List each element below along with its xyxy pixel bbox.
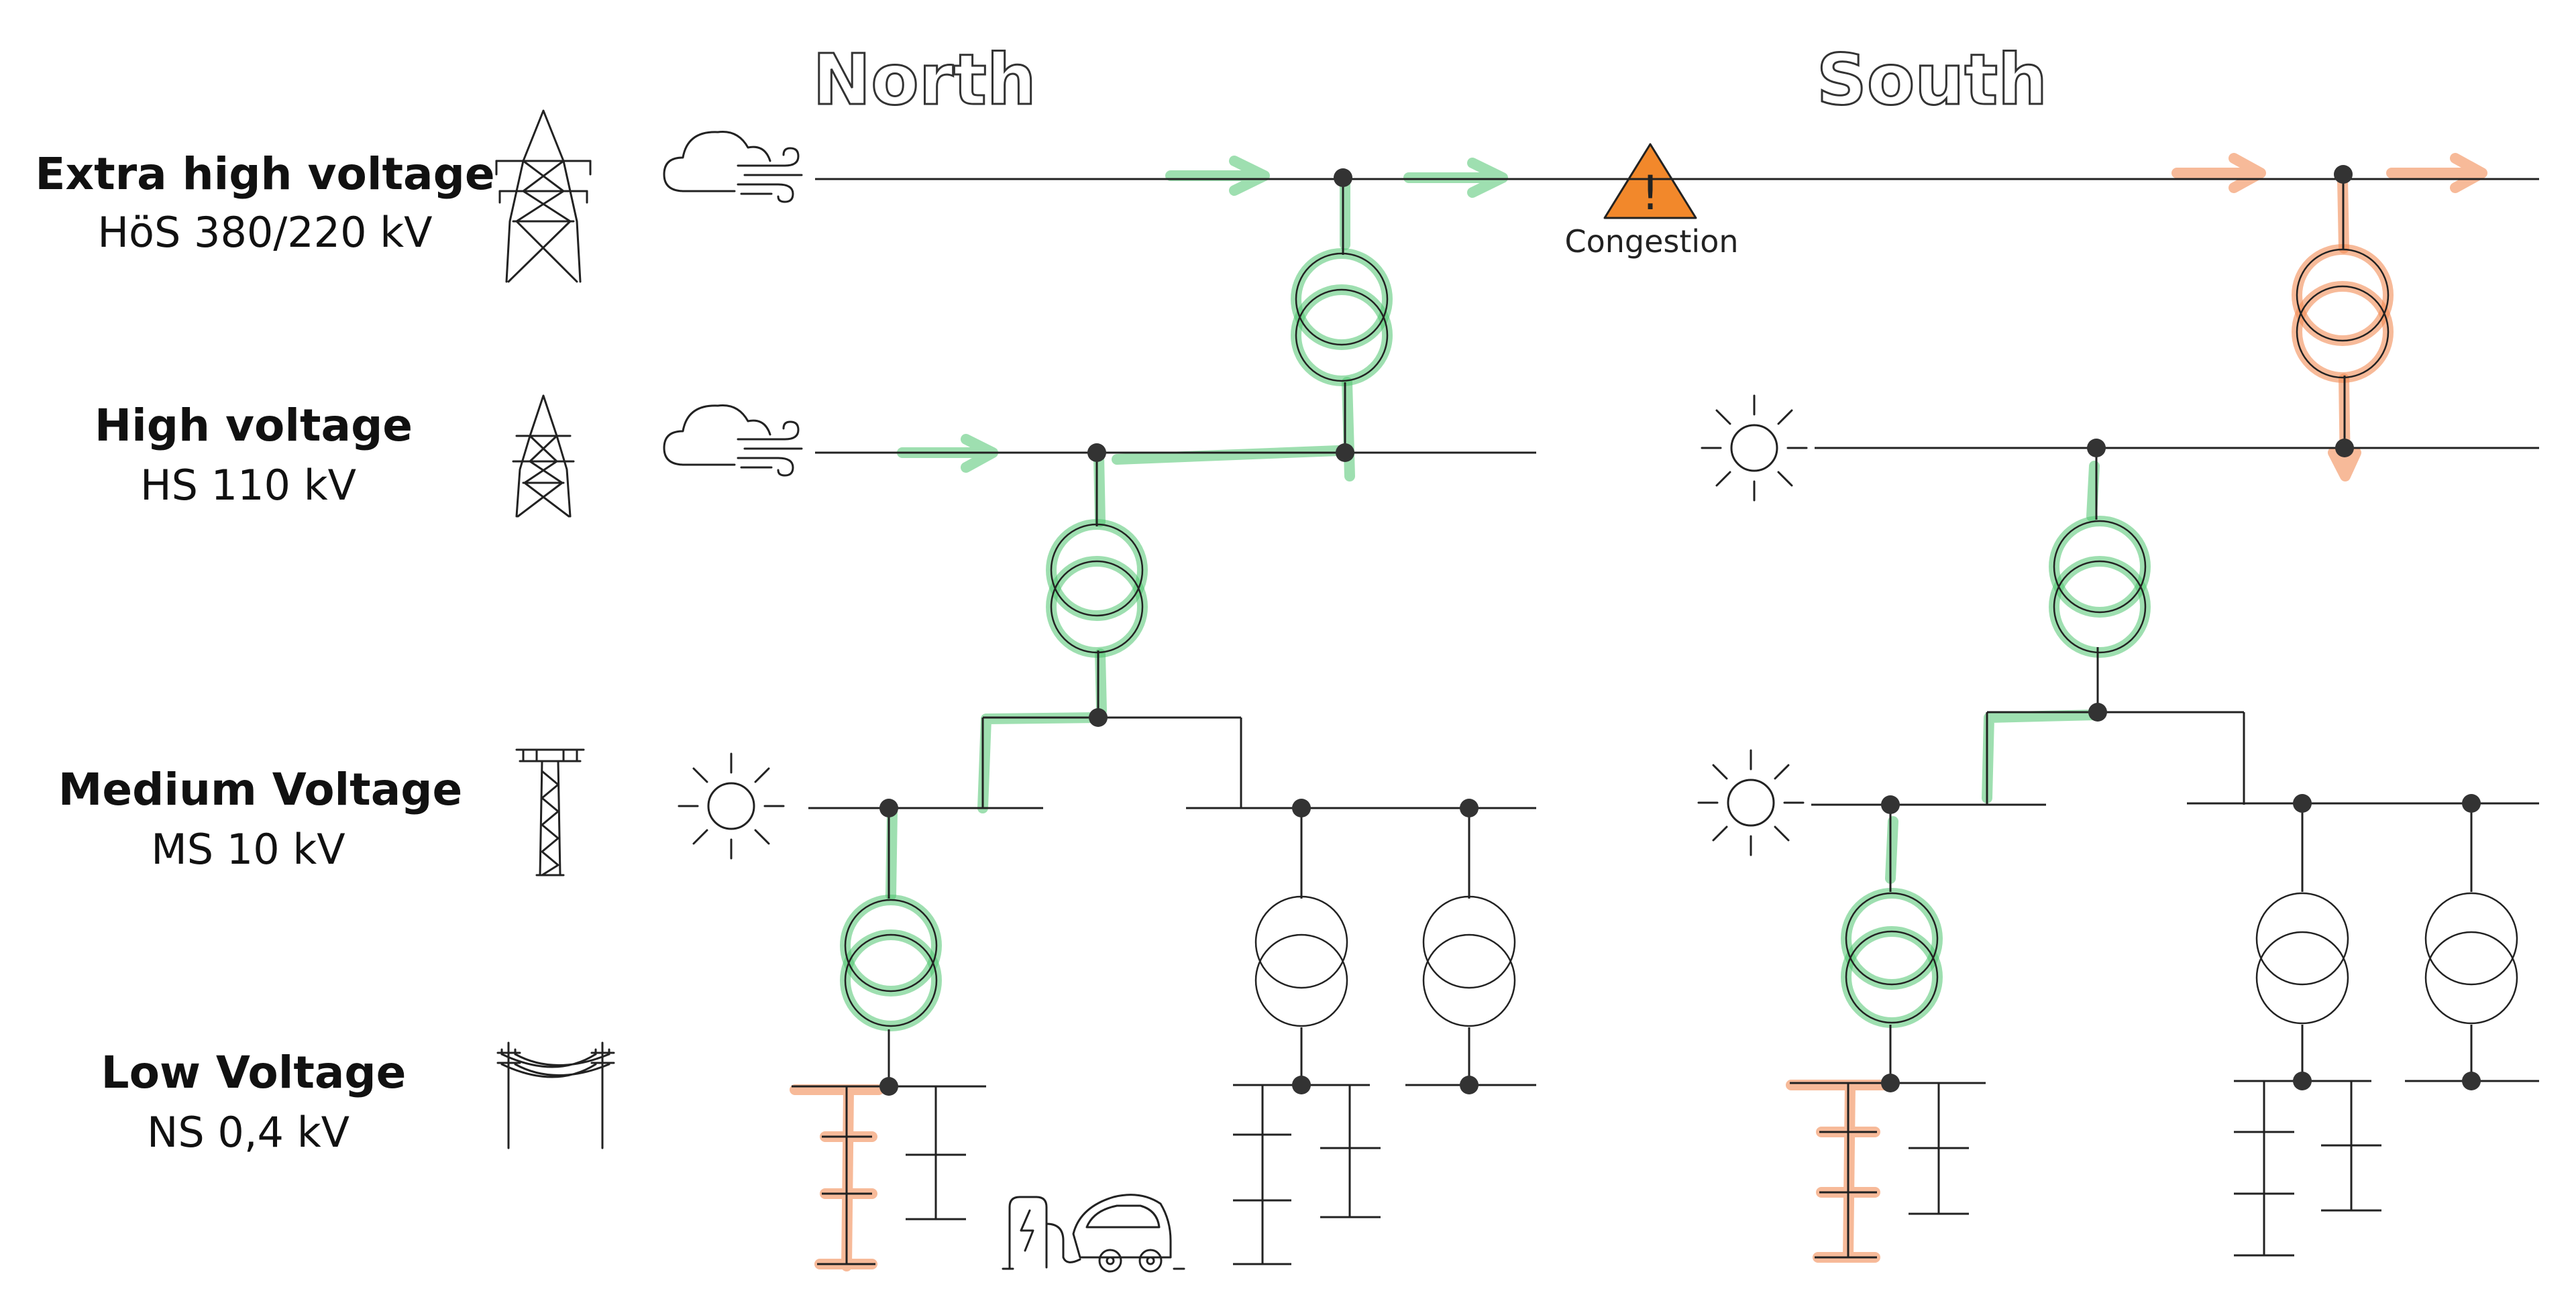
warning-triangle-icon xyxy=(1603,143,1697,219)
congestion-warning: ! Congestion xyxy=(1565,143,1739,260)
region-south-title: South xyxy=(1817,39,2047,121)
transmission-tower-icon xyxy=(512,394,575,518)
level-label-lv: Low Voltage NS 0,4 kV xyxy=(101,1047,407,1157)
level-sub-mv: MS 10 kV xyxy=(151,825,345,874)
green-flow-paths xyxy=(840,156,2151,1031)
transformer-hv-mv-north xyxy=(1050,523,1144,654)
transformer-mv-lv-north-2 xyxy=(1254,895,1348,1027)
level-sub-ehv: HöS 380/220 kV xyxy=(97,208,432,257)
ev-charging-icon xyxy=(1002,1194,1185,1273)
level-label-hv: High voltage HS 110 kV xyxy=(95,400,413,510)
transformer-ehv-hv-south xyxy=(2296,248,2390,379)
sun-icon xyxy=(1701,394,1808,502)
level-title-lv: Low Voltage xyxy=(101,1047,407,1098)
lattice-pole-icon xyxy=(515,748,585,876)
congestion-label: Congestion xyxy=(1565,223,1739,260)
transformer-ehv-hv-north xyxy=(1295,252,1389,382)
level-title-mv: Medium Voltage xyxy=(58,764,463,815)
transformers xyxy=(844,248,2518,1027)
region-north-title: North xyxy=(812,39,1036,121)
warning-symbol: ! xyxy=(1641,166,1660,221)
sun-icon xyxy=(678,752,785,860)
transformer-hv-mv-south xyxy=(2053,520,2147,654)
wind-cloud-icon xyxy=(663,130,803,203)
transformer-mv-lv-north-1 xyxy=(844,899,938,1027)
bus-nodes xyxy=(879,165,2481,1096)
level-label-mv: Medium Voltage MS 10 kV xyxy=(58,764,463,874)
transformer-mv-lv-north-3 xyxy=(1422,895,1516,1027)
level-title-ehv: Extra high voltage xyxy=(35,148,494,200)
transformer-mv-lv-south-3 xyxy=(2424,892,2518,1025)
transformer-mv-lv-south-1 xyxy=(1845,892,1939,1024)
transmission-tower-icon xyxy=(495,109,592,283)
level-label-ehv: Extra high voltage HöS 380/220 kV xyxy=(35,148,494,257)
level-sub-lv: NS 0,4 kV xyxy=(147,1108,350,1157)
sun-icon xyxy=(1697,749,1805,856)
wind-cloud-icon xyxy=(663,404,803,477)
transformer-mv-lv-south-2 xyxy=(2255,892,2349,1025)
power-pole-icon xyxy=(496,1041,615,1149)
level-sub-hv: HS 110 kV xyxy=(140,461,356,510)
level-title-hv: High voltage xyxy=(95,400,413,451)
